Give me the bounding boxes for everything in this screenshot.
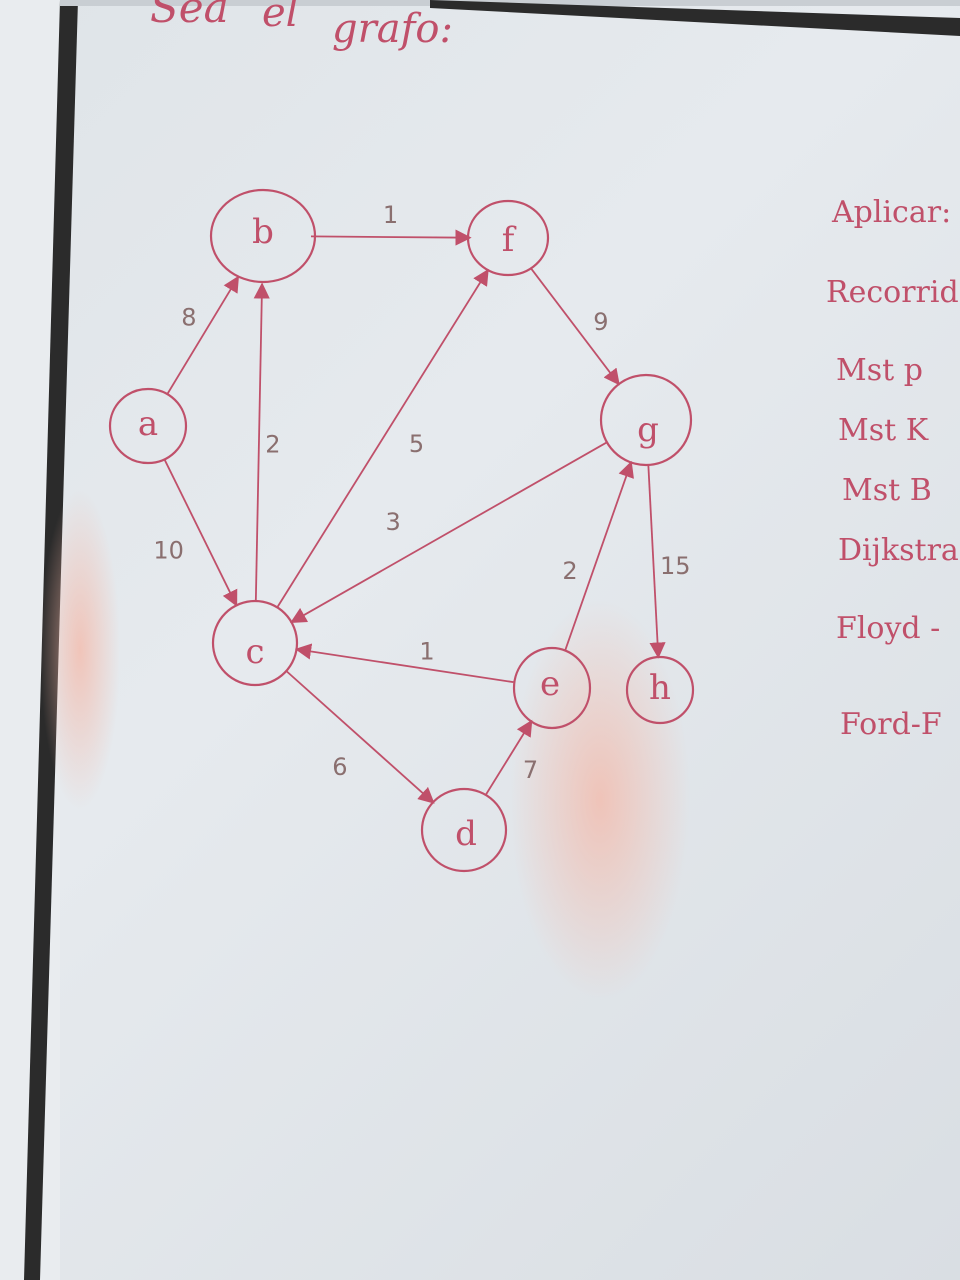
edge-d-e	[484, 719, 533, 796]
edge-weight-c-f: 5	[409, 430, 424, 458]
edge-a-b	[166, 275, 239, 394]
node-f: f	[466, 199, 550, 277]
edge-c-d	[285, 670, 435, 804]
board-frame-top-edge	[430, 0, 960, 36]
edge-e-c	[294, 643, 514, 684]
node-c-label: c	[245, 632, 264, 672]
edge-c-b	[253, 282, 270, 602]
side-list-item-floyd: Floyd -	[836, 611, 940, 646]
side-list-item-mst-k: Mst K	[838, 413, 929, 448]
edge-weight-c-d: 6	[332, 753, 347, 781]
node-h-label: h	[649, 668, 671, 708]
node-e-label: e	[540, 664, 560, 704]
light-glare-left	[40, 490, 120, 810]
node-g: g	[599, 373, 693, 467]
heading-word-sea: Sea	[150, 0, 229, 32]
light-glare	[510, 600, 690, 1000]
edge-f-g	[530, 267, 620, 386]
node-b-label: b	[252, 212, 274, 252]
side-list-item-recorrido: Recorrido	[826, 275, 960, 310]
edge-weight-a-b: 8	[181, 303, 196, 331]
edge-a-c	[163, 459, 238, 607]
edge-weight-g-h: 15	[660, 552, 691, 580]
edge-weight-g-c: 3	[386, 508, 401, 536]
node-e: e	[512, 646, 592, 730]
edge-e-g	[564, 460, 634, 652]
heading-word-el: el	[262, 0, 298, 36]
node-g-label: g	[637, 410, 659, 450]
side-list-item-dijkstra: Dijkstra	[838, 533, 959, 568]
edge-weight-e-c: 1	[419, 638, 434, 666]
node-f-label: f	[502, 220, 517, 260]
edge-g-h	[647, 464, 666, 659]
node-d: d	[420, 787, 508, 873]
edge-weight-b-f: 1	[383, 201, 398, 229]
side-list-item-ford: Ford-F	[840, 707, 942, 742]
edge-g-c	[290, 441, 608, 623]
node-c: c	[211, 599, 299, 687]
node-a: a	[108, 387, 188, 465]
node-b: b	[209, 188, 317, 284]
edge-weight-e-g: 2	[562, 557, 577, 585]
heading-word-grafo: grafo:	[332, 6, 453, 52]
edge-weight-c-b: 2	[265, 430, 280, 458]
node-d-label: d	[455, 814, 477, 854]
edge-weight-a-c: 10	[153, 537, 184, 565]
side-list: Aplicar: Recorrido Mst p Mst K Mst B Dij…	[826, 195, 960, 742]
node-h: h	[625, 655, 695, 725]
side-list-item-mst-p: Mst p	[836, 353, 923, 388]
edges-layer	[163, 229, 666, 804]
node-a-label: a	[138, 404, 158, 444]
edge-c-f	[276, 268, 489, 608]
edge-weight-d-e: 7	[523, 756, 538, 784]
side-list-title: Aplicar:	[831, 195, 951, 230]
edge-weight-f-g: 9	[593, 308, 608, 336]
side-list-item-mst-b: Mst B	[842, 473, 932, 508]
edge-b-f	[310, 229, 472, 246]
